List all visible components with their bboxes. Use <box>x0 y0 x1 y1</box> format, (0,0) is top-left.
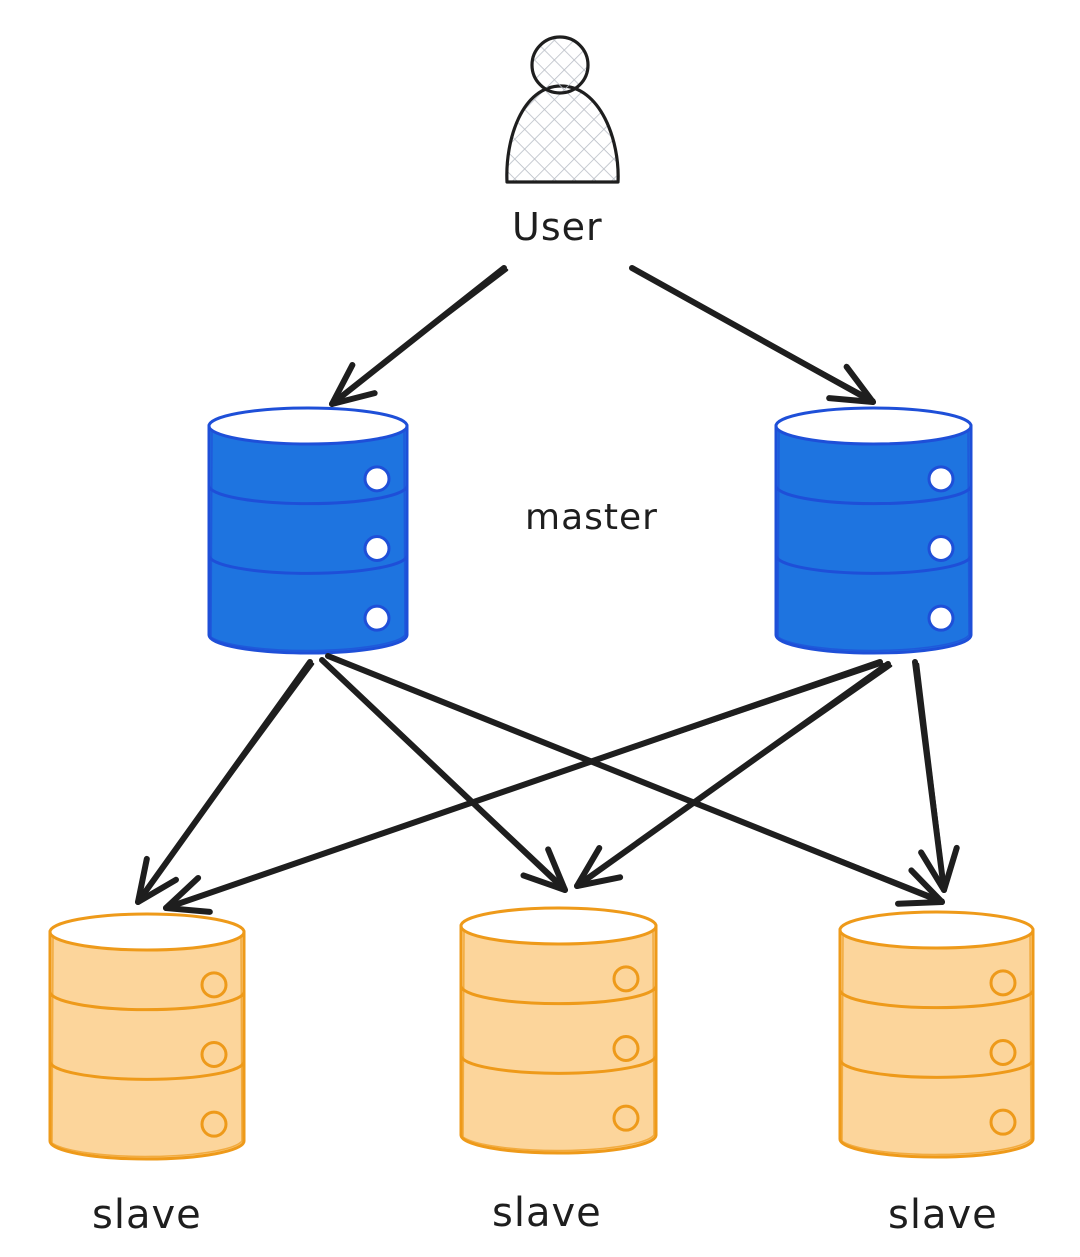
slave-label: slave <box>888 1192 998 1238</box>
arrow-shaft <box>912 659 947 893</box>
arrow-head <box>135 855 179 905</box>
database-indicator <box>989 1039 1017 1066</box>
database-sketch-outline <box>51 931 243 1158</box>
database-cap <box>48 912 246 952</box>
database-sketch-outline <box>462 925 655 1152</box>
database-body <box>48 930 246 1161</box>
slave-label: slave <box>92 1192 202 1238</box>
database-indicator <box>363 604 391 632</box>
database-divider <box>207 485 409 506</box>
arrow-shaft-sketch <box>331 268 509 404</box>
master-label: master <box>525 497 658 538</box>
arrow-head <box>918 844 960 893</box>
slave-database-left <box>48 912 246 1161</box>
arrow-shaft-sketch <box>329 656 945 902</box>
database-indicator <box>989 1108 1017 1136</box>
arrow-shaft-sketch <box>137 662 315 902</box>
database-indicator <box>363 465 391 493</box>
database-sketch-outline <box>777 425 970 652</box>
database-indicator <box>927 535 955 562</box>
slave-label: slave <box>492 1190 602 1236</box>
arrow-master-right-to-slave-left <box>163 659 885 915</box>
arrow-master-right-to-slave-middle <box>574 661 893 889</box>
database-divider <box>48 1061 246 1081</box>
arrow-master-right-to-slave-right <box>912 659 960 893</box>
database-indicator <box>989 969 1017 997</box>
master-database-right <box>774 406 973 655</box>
arrow-head <box>826 363 876 405</box>
database-sketch-outline <box>210 425 406 652</box>
arrow-shaft-sketch <box>916 662 947 890</box>
arrow-shaft-sketch <box>576 664 893 886</box>
arrow-shaft-sketch <box>633 268 876 402</box>
arrow-user-to-master-left <box>329 265 509 407</box>
arrow-user-to-master-right <box>629 265 876 405</box>
database-divider <box>774 555 973 575</box>
arrow-head <box>163 874 213 915</box>
database-body <box>774 424 973 655</box>
database-divider <box>207 555 409 575</box>
database-indicator <box>927 465 955 493</box>
database-body <box>838 928 1035 1159</box>
database-sketch-outline <box>841 929 1032 1156</box>
slave-database-right <box>838 910 1035 1159</box>
database-divider <box>459 985 658 1006</box>
user-label: User <box>512 205 603 249</box>
database-group <box>48 406 1035 1161</box>
arrow-group <box>135 265 960 915</box>
database-body <box>207 424 409 655</box>
arrow-head <box>329 362 378 407</box>
database-divider <box>774 485 973 506</box>
database-cap <box>838 910 1035 950</box>
arrow-head <box>895 867 945 907</box>
database-indicator <box>612 1035 640 1062</box>
database-indicator <box>612 1104 640 1132</box>
user-head <box>530 35 590 95</box>
arrow-head <box>520 846 568 893</box>
database-indicator <box>612 965 640 993</box>
slave-database-middle <box>459 906 658 1155</box>
master-database-left <box>207 406 409 655</box>
database-cap <box>207 406 409 446</box>
database-divider <box>48 991 246 1012</box>
database-divider <box>459 1055 658 1075</box>
user-icon <box>505 35 620 184</box>
arrow-shaft-sketch <box>165 662 885 908</box>
database-indicator <box>200 1041 228 1068</box>
database-cap <box>459 906 658 946</box>
arrow-shaft-sketch <box>323 660 568 890</box>
database-cap <box>774 406 973 446</box>
user-body <box>505 84 620 184</box>
database-indicator <box>200 1110 228 1138</box>
database-indicator <box>200 971 228 999</box>
database-indicator <box>363 535 391 562</box>
arrow-master-left-to-slave-right <box>325 653 945 907</box>
arrow-head <box>574 845 624 889</box>
arrow-master-left-to-slave-left <box>135 659 315 905</box>
database-divider <box>838 989 1035 1010</box>
database-indicator <box>927 604 955 632</box>
database-body <box>459 924 658 1155</box>
arrow-master-left-to-slave-middle <box>319 657 568 893</box>
database-divider <box>838 1059 1035 1079</box>
